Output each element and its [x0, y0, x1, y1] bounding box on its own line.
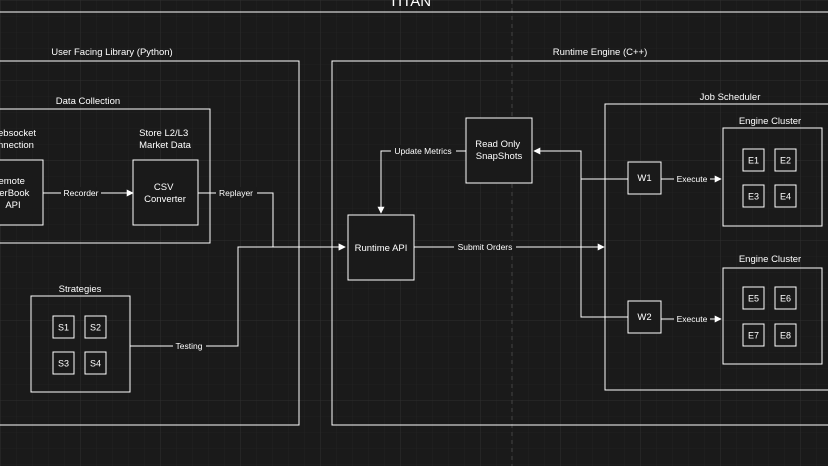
edge-label-testing: Testing — [176, 341, 203, 351]
node-e5-label: E5 — [748, 294, 759, 304]
node-snapshots-line-2: SnapShots — [476, 151, 523, 162]
node-read-only-snapshots-text: Read Only SnapShots — [475, 139, 523, 162]
node-e2 — [774, 148, 797, 172]
group-strategies — [30, 295, 131, 393]
edge-label-submit-orders: Submit Orders — [458, 242, 513, 252]
group-strategies-label: Strategies — [59, 284, 102, 295]
node-e1 — [742, 148, 765, 172]
node-e1-label: E1 — [748, 156, 759, 166]
node-s4 — [84, 351, 107, 375]
node-e6 — [774, 286, 797, 310]
group-job-scheduler-label: Job Scheduler — [700, 92, 761, 103]
group-runtime — [331, 60, 828, 426]
edge-label-execute-1: Execute — [677, 174, 708, 184]
group-job-scheduler — [604, 103, 828, 391]
node-read-only-snapshots — [465, 117, 533, 184]
node-w2 — [627, 300, 662, 334]
node-store-market-data: Store L2/L3 Market Data — [139, 128, 191, 151]
node-s4-label: S4 — [90, 359, 101, 369]
node-runtime-api-label: Runtime API — [355, 243, 408, 254]
node-remote-line-2: derBook — [0, 188, 30, 199]
edge-label-recorder: Recorder — [64, 188, 99, 198]
node-e6-label: E6 — [780, 294, 791, 304]
node-csv-line-2: Converter — [144, 194, 186, 205]
node-s1-label: S1 — [58, 323, 69, 333]
node-remote-line-3: API — [5, 200, 20, 211]
group-data-collection — [0, 108, 211, 244]
edge-w1-to-snapshots — [533, 147, 628, 180]
node-w1-label: W1 — [637, 173, 651, 184]
node-e7-label: E7 — [748, 331, 759, 341]
node-s3 — [52, 351, 75, 375]
node-csv-converter — [132, 159, 199, 226]
node-snapshots-line-1: Read Only — [475, 139, 520, 150]
group-runtime-label: Runtime Engine (C++) — [553, 47, 648, 58]
edge-label-execute-2: Execute — [677, 314, 708, 324]
node-w2-label: W2 — [637, 312, 651, 323]
node-e3-label: E3 — [748, 192, 759, 202]
edge-w2-to-snapshots — [580, 179, 628, 318]
node-csv-line-1: CSV — [154, 182, 174, 193]
group-library-label: User Facing Library (Python) — [51, 47, 172, 58]
group-data-collection-label: Data Collection — [56, 96, 120, 107]
node-s1 — [52, 315, 75, 339]
node-e7 — [742, 323, 765, 347]
node-remote-orderbook-api — [0, 159, 44, 226]
node-s2-label: S2 — [90, 323, 101, 333]
node-remote-line-1: emote — [0, 176, 25, 187]
node-e5 — [742, 286, 765, 310]
group-library — [0, 60, 300, 426]
node-websocket-line-1: ebsocket — [0, 128, 36, 139]
node-websocket-line-2: nnection — [0, 140, 34, 151]
group-engine-cluster-1-label: Engine Cluster — [739, 116, 801, 127]
node-csv-converter-text: CSV Converter — [144, 182, 186, 205]
node-e8-label: E8 — [780, 331, 791, 341]
node-runtime-api — [347, 214, 415, 281]
node-e8 — [774, 323, 797, 347]
node-e3 — [742, 184, 765, 208]
node-w1 — [627, 161, 662, 195]
node-e4 — [774, 184, 797, 208]
group-engine-cluster-1 — [722, 127, 823, 227]
edge-label-update-metrics: Update Metrics — [394, 146, 451, 156]
node-e4-label: E4 — [780, 192, 791, 202]
group-engine-cluster-2 — [722, 267, 823, 365]
diagram-title: TITAN — [389, 0, 431, 10]
edge-label-replayer: Replayer — [219, 188, 253, 198]
node-remote-orderbook-api-text: emote derBook API — [0, 176, 32, 211]
node-store-line-2: Market Data — [139, 140, 191, 151]
node-e2-label: E2 — [780, 156, 791, 166]
node-s2 — [84, 315, 107, 339]
group-engine-cluster-2-label: Engine Cluster — [739, 254, 801, 265]
node-s3-label: S3 — [58, 359, 69, 369]
node-store-line-1: Store L2/L3 — [139, 128, 188, 139]
node-websocket: ebsocket nnection — [0, 128, 39, 151]
